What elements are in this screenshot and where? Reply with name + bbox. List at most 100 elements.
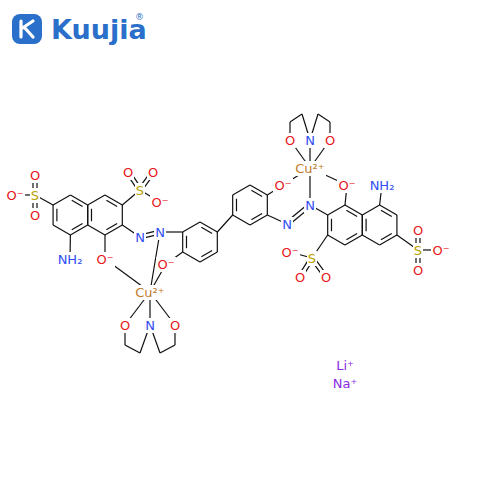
bond <box>53 225 70 235</box>
bond <box>290 114 302 122</box>
bond <box>70 195 87 205</box>
bond <box>267 195 268 215</box>
bond <box>87 205 88 225</box>
atom-label: S <box>307 251 317 266</box>
bond <box>122 205 123 225</box>
atom-label: O⁻ <box>280 245 299 260</box>
atom-label: NH₂ <box>57 252 84 267</box>
bond <box>217 232 218 252</box>
bond <box>250 185 267 195</box>
bond <box>87 205 88 225</box>
atom-label: S <box>413 243 423 258</box>
bond <box>236 199 237 211</box>
bond <box>186 236 187 248</box>
bond <box>72 200 83 206</box>
bond <box>88 225 105 235</box>
atom-label: S <box>135 183 145 198</box>
atom-label: O <box>29 208 41 223</box>
logo-mark <box>21 21 33 37</box>
bond <box>53 195 70 205</box>
bond <box>160 345 175 353</box>
bond <box>250 215 267 225</box>
atom-label: O <box>169 318 181 333</box>
atom-label: NH₂ <box>369 178 396 193</box>
atom-label: N <box>134 230 146 245</box>
bond <box>182 232 183 252</box>
bond <box>380 205 397 215</box>
atom-label: S <box>30 188 40 203</box>
bond <box>72 224 83 230</box>
atom-label: O <box>320 270 332 285</box>
bond <box>217 215 232 232</box>
bond <box>233 215 250 225</box>
bond <box>380 235 397 245</box>
atom-label: O <box>284 133 296 148</box>
atom-label: O <box>119 318 131 333</box>
bond <box>125 345 140 353</box>
bond-group <box>15 114 441 353</box>
logo-icon <box>12 14 42 44</box>
bond <box>233 185 250 195</box>
atom-label: N <box>281 217 293 232</box>
bond <box>346 210 357 216</box>
atom-label: Na⁺ <box>332 376 359 391</box>
bond <box>106 200 117 206</box>
bond <box>232 195 233 215</box>
logo-text: Kuujia <box>50 15 148 44</box>
atom-label: O⁻ <box>431 243 450 258</box>
bond <box>328 235 345 245</box>
atom-label: O <box>412 223 424 238</box>
bond <box>105 195 122 205</box>
trademark-mark: ® <box>134 12 145 23</box>
atom-label: O <box>122 165 134 180</box>
bond <box>362 215 363 235</box>
bond <box>106 224 117 230</box>
bond <box>362 235 379 245</box>
atom-label: Cu²⁺ <box>134 285 165 300</box>
bond <box>52 205 53 225</box>
bond <box>331 219 332 231</box>
bond <box>183 252 200 262</box>
bond <box>200 252 217 262</box>
atom-label: O <box>29 168 41 183</box>
bond <box>105 225 122 235</box>
bond <box>88 195 105 205</box>
bond <box>346 234 357 240</box>
atom-label: N <box>154 225 166 240</box>
bond <box>365 219 366 231</box>
atom-label: Li⁺ <box>335 358 355 373</box>
atom-label: O <box>412 263 424 278</box>
atom-label: O⁻ <box>156 257 175 272</box>
bond <box>70 225 87 235</box>
bond <box>91 209 92 221</box>
atom-label: N <box>304 133 316 148</box>
atom-label: O <box>294 270 306 285</box>
bond <box>200 222 217 232</box>
bond <box>56 209 57 221</box>
bond <box>201 251 212 257</box>
atom-label: O⁻ <box>337 178 356 193</box>
bond <box>345 205 362 215</box>
atom-label: O⁻ <box>273 178 292 193</box>
atom-label: O⁻ <box>95 252 114 267</box>
bond <box>183 222 200 232</box>
atom-label: Cu²⁺ <box>294 161 325 176</box>
bond <box>201 227 212 233</box>
bond <box>362 205 379 215</box>
logo-badge <box>12 14 42 44</box>
bond <box>318 114 330 122</box>
bond <box>381 210 392 216</box>
bond <box>345 235 362 245</box>
bond <box>328 205 345 215</box>
bond <box>251 190 262 196</box>
bond <box>362 215 363 235</box>
atom-label: N <box>304 198 316 213</box>
bond <box>251 214 262 220</box>
atom-label: N <box>144 318 156 333</box>
bond <box>327 215 328 235</box>
bond <box>396 215 397 235</box>
bond <box>381 234 392 240</box>
atom-label: O <box>324 133 336 148</box>
